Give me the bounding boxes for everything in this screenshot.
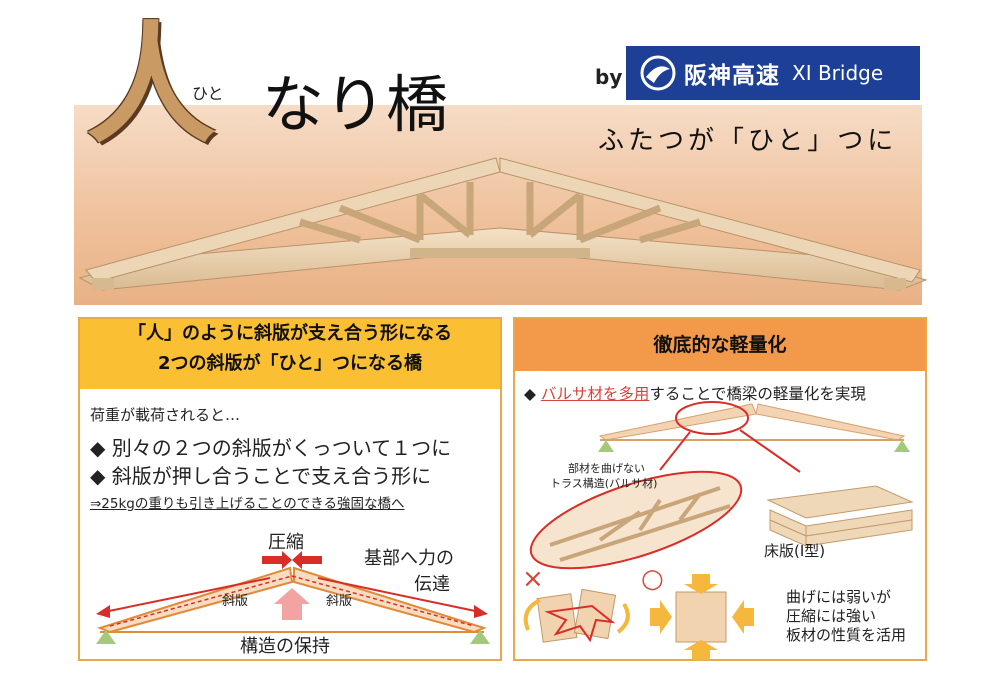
callout-line-2: トラス構造(バルサ材): [550, 477, 658, 490]
brand-logo: 阪神高速 XI Bridge: [626, 46, 920, 100]
right-lead-underlined: バルサ材を多用: [540, 385, 650, 403]
right-lead-suffix: することで橋梁の軽量化を実現: [649, 385, 866, 403]
title-kanji-hito: 人: [86, 8, 217, 161]
left-bullet-2: ◆ 斜版が押し合うことで支え合う形に: [90, 464, 432, 488]
cross-mark: ×: [522, 564, 544, 594]
logo-swirl-icon: [640, 55, 676, 91]
logo-jp-text: 阪神高速: [684, 63, 780, 89]
label-structure: 構造の保持: [240, 636, 330, 657]
right-lead-prefix: ◆: [524, 385, 541, 403]
title-ruby: ひと: [192, 84, 224, 103]
left-header-line1: 「人」のように斜版が支え合う形になる: [128, 323, 452, 344]
label-transfer-2: 伝達: [414, 574, 450, 595]
material-note-1: 曲げには弱いが: [786, 588, 892, 606]
right-panel-header: 徹底的な軽量化: [515, 319, 925, 371]
circle-mark: ○: [641, 564, 664, 594]
material-note: 曲げには弱いが 圧縮には強い 板材の性質を活用: [786, 588, 906, 645]
title-rest: なり橋: [262, 68, 449, 141]
label-plate-right: 斜版: [326, 594, 353, 609]
label-compress: 圧縮: [268, 532, 304, 553]
material-note-3: 板材の性質を活用: [786, 626, 907, 644]
material-note-2: 圧縮には強い: [786, 607, 877, 625]
left-header-line2: 2つの斜版が「ひと」つになる橋: [158, 353, 422, 374]
label-plate-left: 斜版: [222, 594, 249, 609]
left-bullet-1: ◆ 別々の２つの斜版がくっついて１つに: [90, 436, 452, 460]
right-lead: ◆ バルサ材を多用することで橋梁の軽量化を実現: [524, 382, 866, 404]
callout-truss: 部材を曲げない トラス構造(バルサ材): [550, 461, 657, 491]
left-lead: 荷重が載荷されると…: [90, 406, 241, 424]
logo-en-text: XI Bridge: [792, 61, 884, 85]
left-note: ⇒25kgの重りも引き上げることのできる強固な橋へ: [90, 496, 405, 512]
left-panel-header: 「人」のように斜版が支え合う形になる 2つの斜版が「ひと」つになる橋: [80, 319, 500, 389]
floor-label: 床版(I型): [764, 542, 826, 560]
callout-line-1: 部材を曲げない: [568, 462, 645, 475]
by-label: by: [595, 65, 623, 89]
subtitle: ふたつが「ひと」つに: [598, 126, 898, 156]
label-transfer-1: 基部へ力の: [364, 548, 454, 569]
